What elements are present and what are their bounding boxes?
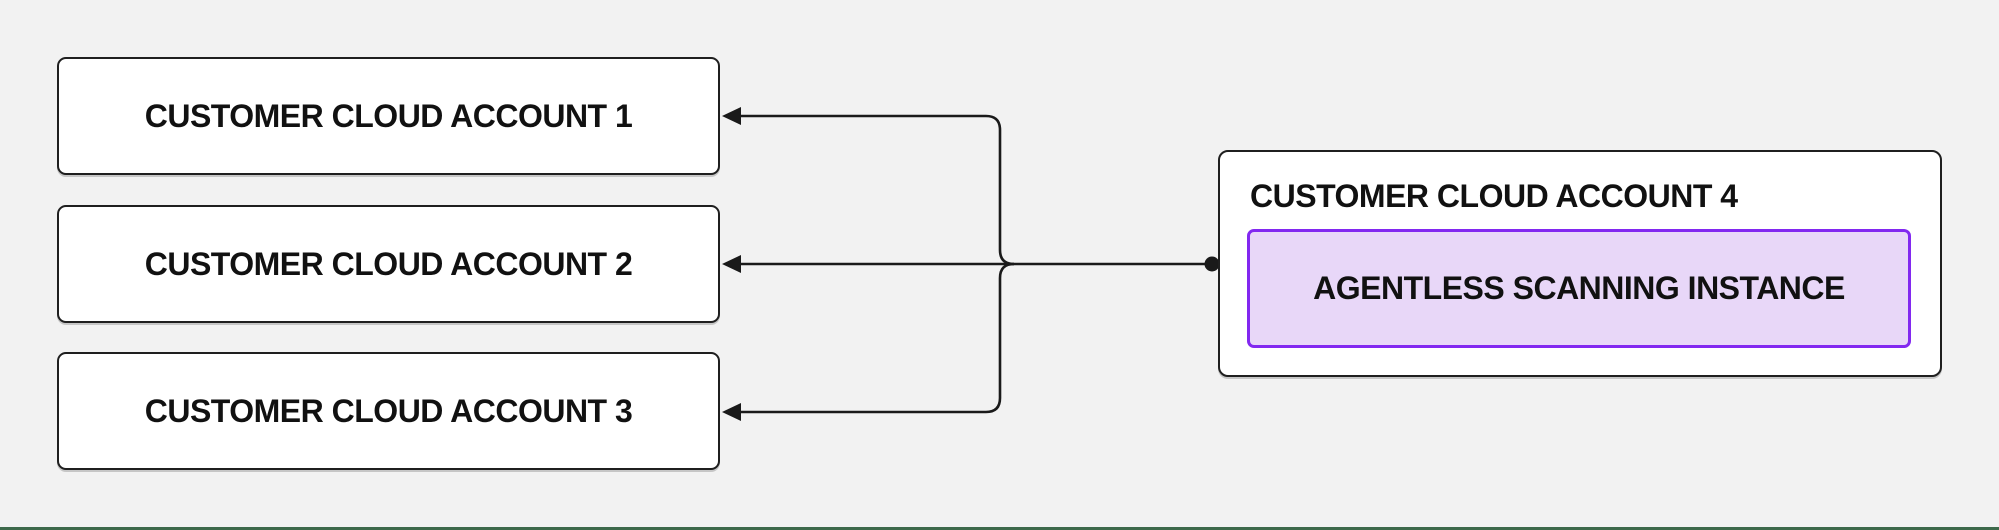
account-3-node: CUSTOMER CLOUD ACCOUNT 3	[57, 352, 720, 470]
account-4-label: CUSTOMER CLOUD ACCOUNT 4	[1250, 178, 1738, 214]
arrowhead-account-2	[722, 255, 741, 273]
connector-to-account-1	[736, 114, 1015, 266]
scanning-instance-label: AGENTLESS SCANNING INSTANCE	[1313, 270, 1845, 306]
arrowhead-account-1	[722, 107, 741, 125]
account-2-node: CUSTOMER CLOUD ACCOUNT 2	[57, 205, 720, 323]
arrowhead-account-3	[722, 403, 741, 421]
bottom-divider	[0, 527, 1999, 530]
account-1-label: CUSTOMER CLOUD ACCOUNT 1	[144, 97, 633, 134]
account-3-label: CUSTOMER CLOUD ACCOUNT 3	[144, 392, 633, 429]
scanning-instance-node: AGENTLESS SCANNING INSTANCE	[1247, 229, 1911, 348]
account-2-label: CUSTOMER CLOUD ACCOUNT 2	[144, 245, 633, 282]
account-4-group: CUSTOMER CLOUD ACCOUNT 4 AGENTLESS SCANN…	[1218, 150, 1942, 377]
account-1-node: CUSTOMER CLOUD ACCOUNT 1	[57, 57, 720, 175]
connector-to-account-3	[736, 262, 1015, 414]
